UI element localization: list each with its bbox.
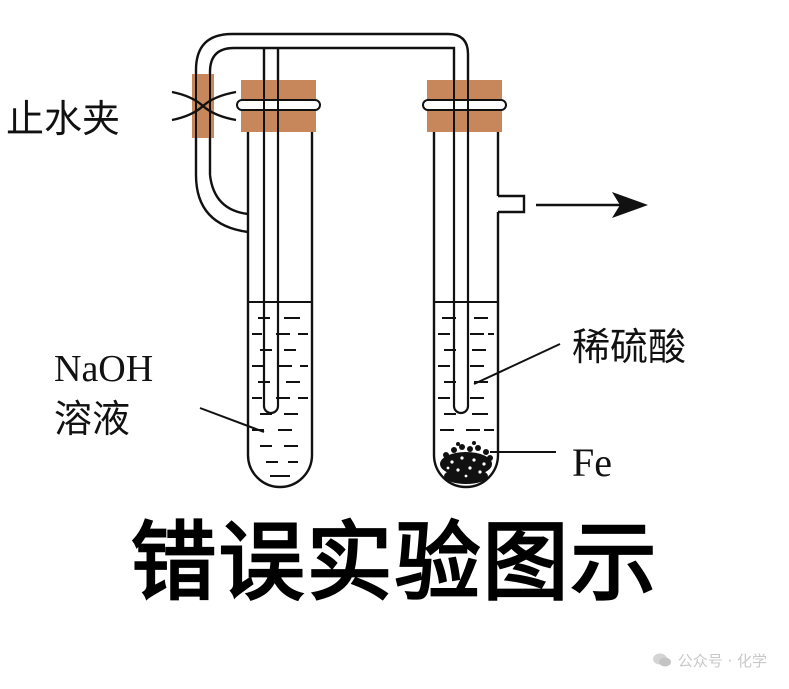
left-test-tube (236, 80, 321, 489)
label-leaders (199, 343, 561, 453)
wechat-icon (652, 653, 671, 667)
watermark-text: 公众号 · 化学 (677, 651, 767, 670)
watermark: 公众号 · 化学 (652, 647, 767, 673)
iron-powder (440, 441, 493, 484)
clamp-label: 止水夹 (6, 97, 120, 141)
naoh-liquid (248, 301, 312, 477)
side-arm (498, 194, 526, 214)
acid-liquid (434, 301, 498, 484)
water-clamp (171, 74, 237, 138)
outlet-arrow (536, 192, 648, 218)
acid-label: 稀硫酸 (572, 325, 686, 369)
naoh-label-line2: 溶液 (54, 397, 130, 441)
right-tube-rim (422, 99, 507, 111)
right-test-tube (422, 80, 526, 489)
connecting-tube (194, 32, 470, 234)
naoh-label-line1: NaOH (54, 348, 153, 390)
iron-label: Fe (572, 440, 612, 485)
figure-caption: 错误实验图示 (130, 513, 659, 613)
